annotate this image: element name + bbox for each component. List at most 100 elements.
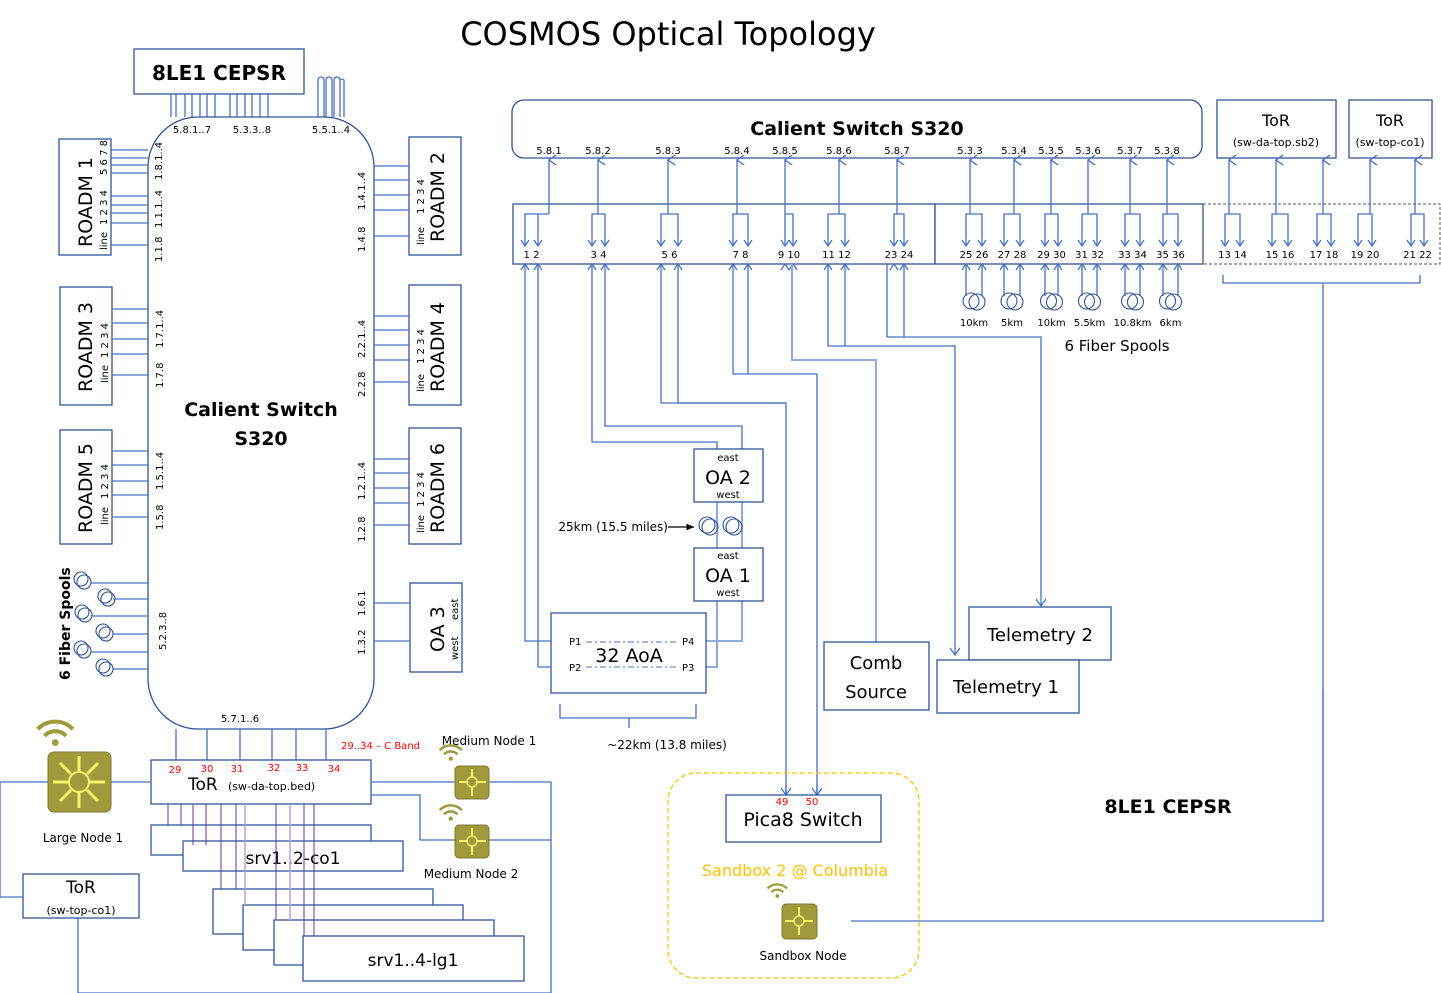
sandbox-region [667,772,920,979]
tor-co1-left[interactable]: ToR (sw-top-co1) [22,873,140,919]
tor-bed[interactable]: 29 30 31 32 33 34 ToR (sw-da-top.bed) [150,759,372,805]
roadm-5[interactable]: ROADM 5 1 2 3 4 line 1.5.1..4 1.5.8 [59,429,166,545]
pica8-name: Pica8 Switch [743,809,862,831]
oa-west: west [450,636,461,660]
split-line [1044,213,1059,246]
aoa-port: P3 [682,663,694,674]
node-label: Medium Node 1 [442,734,537,748]
patch-port-label: 1 2 [524,250,540,261]
oa-port: 1.3.2 [357,630,368,655]
spools-label: 6 Fiber Spools [58,567,74,680]
calient-right-label: Calient Switch S320 [750,118,963,140]
aoa-port: P2 [569,663,581,674]
calient-switch-right[interactable] [511,99,1203,159]
comb-source[interactable]: Comb Source [823,641,930,711]
roadm-side: 1 2 3 4 [416,472,427,507]
oa-port: 1.6.1 [357,591,368,616]
oa-east: east [450,599,461,620]
roadm-port: 1.2.8 [357,517,368,542]
spool-icon [1077,292,1096,310]
up-arrow-icon [587,262,610,271]
split-line [1357,213,1373,246]
roadm-line: line [99,232,110,250]
down-arrow-icon [587,239,610,248]
tor-port: 33 [296,763,309,774]
split-line [524,213,549,246]
cepsr-right-label: 8LE1 CEPSR [1104,796,1232,818]
oa-spool[interactable] [698,516,743,536]
roadm-port: 1.5.8 [155,505,166,530]
server-label: srv1..2-co1 [245,849,340,869]
servers-lg1[interactable]: srv1..4-lg1 [212,888,525,982]
split-line [1224,213,1241,246]
oa-1[interactable]: east OA 1 west [693,547,764,602]
tor-port-label: 13 14 [1218,250,1247,261]
up-arrow-icon [520,262,543,271]
roadm-side: 1 2 3 4 [100,323,111,358]
telemetry-2[interactable]: Telemetry 2 [968,606,1112,661]
servers-co1[interactable]: srv1..2-co1 [150,824,404,872]
patch-panel-c[interactable] [1202,203,1441,265]
roadm-name: ROADM 1 [75,157,97,247]
telemetry-1[interactable]: Telemetry 1 [936,659,1080,714]
roadm-name: ROADM 5 [75,443,97,533]
spool-icon [1000,292,1018,310]
spool-length: 6km [1160,318,1182,329]
roadm-1[interactable]: ROADM 1 5 6 7 8 1 2 3 4 line 1.8.1..4 1.… [58,138,165,262]
medium-node-2[interactable]: Medium Node 2 [424,804,519,881]
pica8-port: 49 [776,797,789,808]
calient-left-line2: S320 [234,428,287,450]
pica8-switch[interactable]: 49 50 Pica8 Switch [725,794,882,843]
port-label: 5.5.1..4 [312,125,350,136]
roadm-port: 1.2.1..4 [357,462,368,500]
roadm-line: line [416,374,427,392]
patch-panel-a[interactable] [512,203,936,265]
spool-icon [1126,293,1145,311]
tor-port: 34 [328,764,341,775]
tor-co1-right[interactable]: ToR (sw-top-co1) [1348,99,1433,159]
aoa-32[interactable]: 32 AoA P1 P2 P3 P4 [550,612,707,694]
roadm-name: ROADM 3 [75,302,97,392]
patch-port-label: 5 6 [662,250,678,261]
sandbox-node[interactable]: Sandbox Node [759,883,847,963]
roadm-name: ROADM 6 [427,443,449,533]
cepsr-fibers [170,94,269,117]
large-node-1[interactable]: Large Node 1 [38,722,123,845]
down-arrow-icon [656,239,683,248]
oa-west: west [716,490,740,501]
tor-name: ToR [187,775,218,795]
calient-port-label: 5.8.1 [536,146,561,157]
medium-node-1[interactable]: Medium Node 1 [438,734,537,800]
oa-2[interactable]: east OA 2 west [693,448,764,503]
calient-switch-left[interactable] [147,116,375,730]
tor-sb2[interactable]: ToR (sw-da-top.sb2) [1216,99,1337,159]
spool-length: 10km [1037,318,1065,329]
patch-port-label: 35 36 [1156,250,1185,261]
roadm-line: line [100,365,111,383]
down-arrow-icon [1312,239,1336,248]
tor-host: (sw-top-co1) [46,904,115,917]
spool-icon [968,293,986,311]
left-fiber-spools[interactable]: 6 Fiber Spools 5.2.3..8 [58,567,169,680]
spool-length: 5.5km [1074,318,1105,329]
calient-port-label: 5.8.4 [724,146,749,157]
oa-name: OA 1 [705,565,751,587]
roadm-4[interactable]: ROADM 4 1 2 3 4 line 2.2.1..4 2.2.8 [357,284,462,406]
roadm-port: 1.4.1..4 [357,172,368,210]
port-label: 5.8.1..7 [173,125,211,136]
split-line [965,213,983,246]
roadm-6[interactable]: ROADM 6 1 2 3 4 line 1.2.1..4 1.2.8 [357,427,462,545]
down-arrow-icon [961,239,987,248]
spool-fiber [1003,264,1021,296]
aoa-distance: ~22km (13.8 miles) [607,738,727,752]
oa-3[interactable]: OA 3 east west 1.6.1 1.3.2 [357,582,463,673]
roadm-3[interactable]: ROADM 3 1 2 3 4 line 1.7.1..4 1.7.8 [59,286,166,406]
roadm-name: ROADM 2 [427,152,449,242]
oa-name: OA 2 [705,467,751,489]
cepsr-box[interactable] [133,48,305,95]
roadm-side-a: 5 6 7 8 [99,140,110,175]
spool-fiber [1081,264,1098,296]
roadm-2[interactable]: ROADM 2 1 2 3 4 line 1.4.1..4 1.4.8 [357,136,462,256]
spool-fiber [1124,264,1141,296]
